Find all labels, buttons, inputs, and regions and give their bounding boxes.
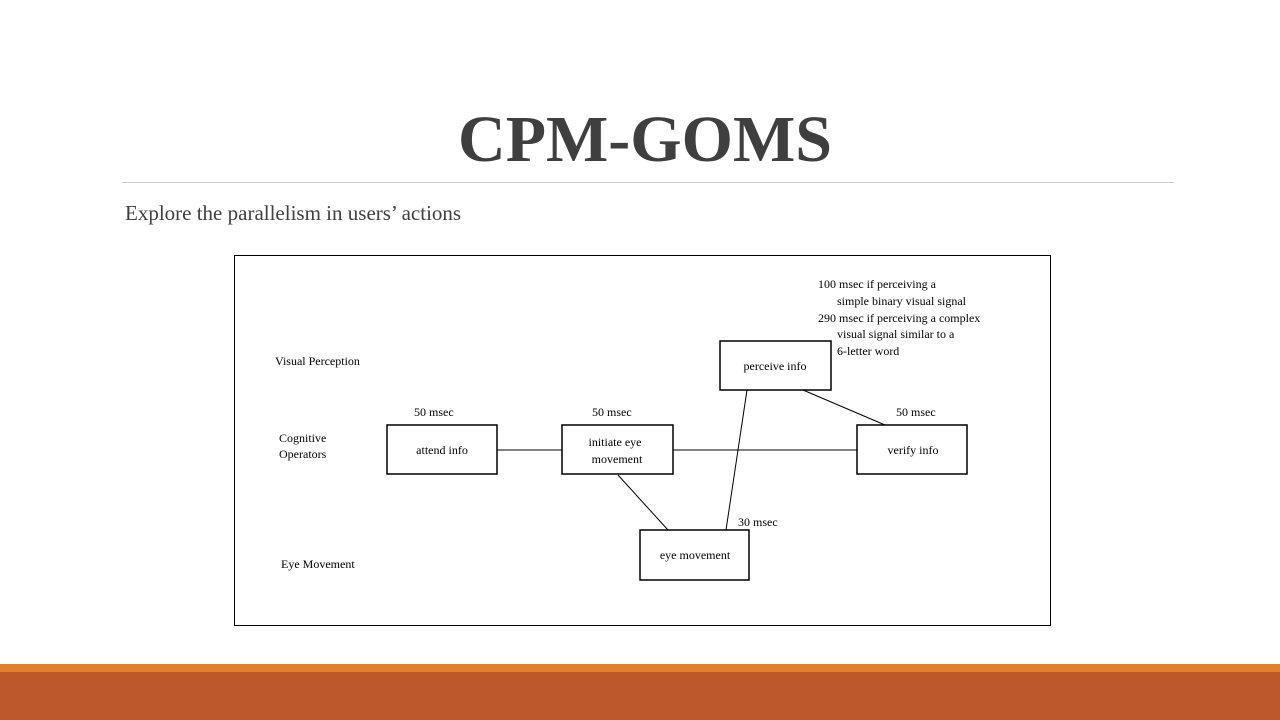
duration-initiate-eye: 50 msec [592,405,632,419]
diagram-canvas: Visual Perception Cognitive Operators Ey… [275,277,980,581]
box-label-perceive-info: perceive info [744,359,807,373]
note-line-4: visual signal similar to a [837,327,955,341]
duration-verify-info: 50 msec [896,405,936,419]
connector-initiate-eyemove [617,474,669,531]
box-label-verify-info: verify info [888,443,939,457]
note-line-1: 100 msec if perceiving a [818,277,937,291]
box-eye-movement [639,529,750,581]
connector-perceive-verify [802,389,886,426]
note-line-5: 6-letter word [837,344,899,358]
box-label-movement: movement [592,452,643,466]
footer-bar [0,672,1280,720]
box-label-eye-movement: eye movement [660,548,731,562]
duration-eye-movement: 30 msec [738,515,778,529]
connector-eyemove-perceive [725,389,748,531]
row-label-eye-movement: Eye Movement [281,557,355,571]
title-divider [122,182,1174,183]
note-line-2: simple binary visual signal [837,294,967,308]
row-label-cognitive: Cognitive [279,431,326,445]
slide-title: CPM-GOMS [458,103,832,176]
box-perceive-info [719,340,832,391]
note-line-3: 290 msec if perceiving a complex [818,311,980,325]
row-label-operators: Operators [279,447,327,461]
row-label-visual-perception: Visual Perception [275,354,360,368]
box-label-initiate-eye: initiate eye [589,435,642,449]
box-attend-info [386,424,498,475]
cpm-goms-diagram: Visual Perception Cognitive Operators Ey… [234,255,1051,626]
box-verify-info [856,424,968,475]
duration-attend-info: 50 msec [414,405,454,419]
box-initiate-eye-movement [561,424,674,475]
slide-subtitle: Explore the parallelism in users’ action… [125,201,462,225]
box-label-attend-info: attend info [416,443,468,457]
footer-accent-stripe [0,664,1280,672]
